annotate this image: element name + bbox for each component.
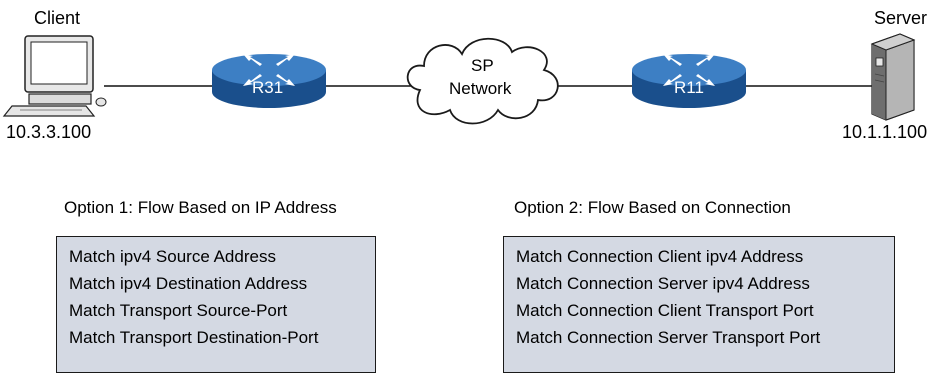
server-ip-label: 10.1.1.100 xyxy=(842,122,928,142)
sp-network-cloud-icon xyxy=(406,37,559,125)
option-1-title: Option 1: Flow Based on IP Address xyxy=(64,198,337,217)
client-ip-label: 10.3.3.100 xyxy=(6,122,92,142)
option-2-row: Match Connection Client Transport Port xyxy=(516,301,814,320)
option-2-box: Match Connection Client ipv4 Address Mat… xyxy=(503,236,895,373)
router-r11-label: R11 xyxy=(674,78,704,97)
option-2-title: Option 2: Flow Based on Connection xyxy=(514,198,791,217)
option-1-row: Match Transport Destination-Port xyxy=(69,328,319,347)
cloud-label-line2: Network xyxy=(449,79,512,98)
router-r11-icon xyxy=(632,54,746,108)
client-label: Client xyxy=(34,8,81,28)
option-1-row: Match ipv4 Destination Address xyxy=(69,274,308,293)
router-r31-icon xyxy=(212,54,326,108)
router-r31-label: R31 xyxy=(252,78,284,97)
option-1-row: Match Transport Source-Port xyxy=(69,301,288,320)
option-2-row: Match Connection Server Transport Port xyxy=(516,328,821,347)
cloud-label-line1: SP xyxy=(471,56,494,75)
client-computer-icon xyxy=(2,35,107,117)
option-1-box: Match ipv4 Source Address Match ipv4 Des… xyxy=(56,236,376,373)
server-icon xyxy=(870,33,916,121)
option-1-row: Match ipv4 Source Address xyxy=(69,247,276,266)
server-label: Server xyxy=(874,8,928,28)
option-2-row: Match Connection Server ipv4 Address xyxy=(516,274,810,293)
option-2-row: Match Connection Client ipv4 Address xyxy=(516,247,804,266)
